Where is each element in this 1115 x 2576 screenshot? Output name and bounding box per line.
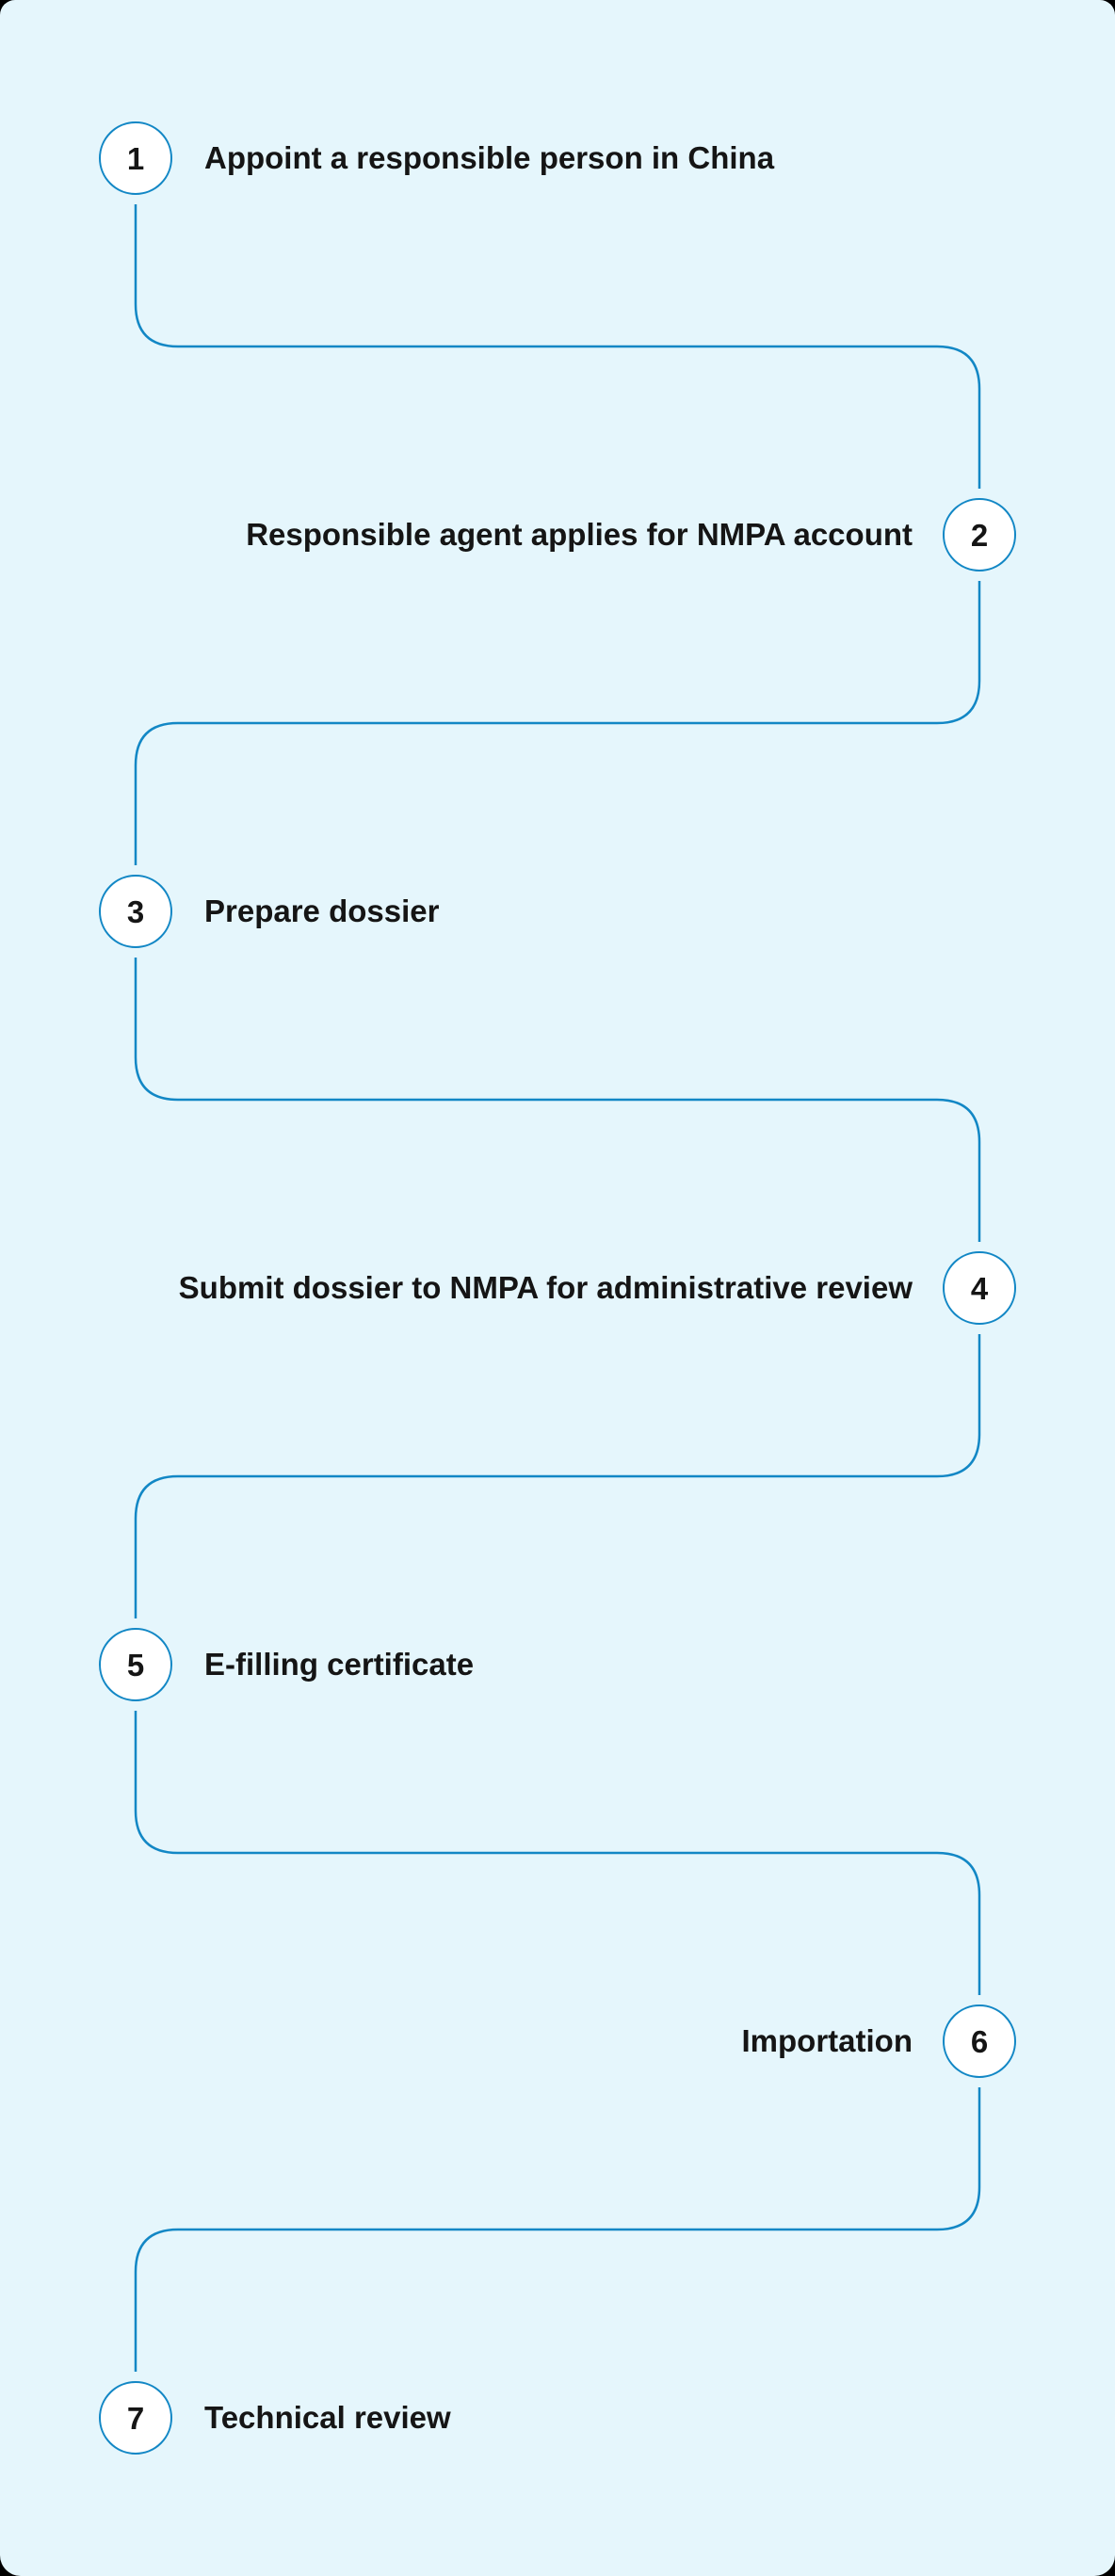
step-number-circle: 2: [943, 498, 1016, 572]
step-number: 4: [970, 1270, 989, 1306]
step-number: 2: [970, 517, 989, 553]
connector-line: [134, 204, 981, 2372]
step-label: Prepare dossier: [204, 894, 440, 929]
step-label: Responsible agent applies for NMPA accou…: [246, 517, 913, 553]
step-number-circle: 4: [943, 1251, 1016, 1325]
step-number-circle: 7: [99, 2381, 172, 2455]
step-number-circle: 5: [99, 1628, 172, 1701]
step-number-circle: 6: [943, 2004, 1016, 2078]
step-number-circle: 1: [99, 121, 172, 195]
step-number-circle: 3: [99, 875, 172, 948]
step-label: Appoint a responsible person in China: [204, 140, 775, 176]
step-number: 5: [126, 1647, 145, 1682]
step-number: 7: [126, 2400, 145, 2436]
step-label: Submit dossier to NMPA for administrativ…: [178, 1270, 913, 1306]
step-label: Technical review: [204, 2400, 451, 2436]
step-label: E-filling certificate: [204, 1647, 475, 1682]
step-label: Importation: [741, 2023, 913, 2059]
step-number: 1: [126, 140, 145, 176]
step-number: 6: [970, 2023, 989, 2059]
step-number: 3: [126, 894, 145, 929]
